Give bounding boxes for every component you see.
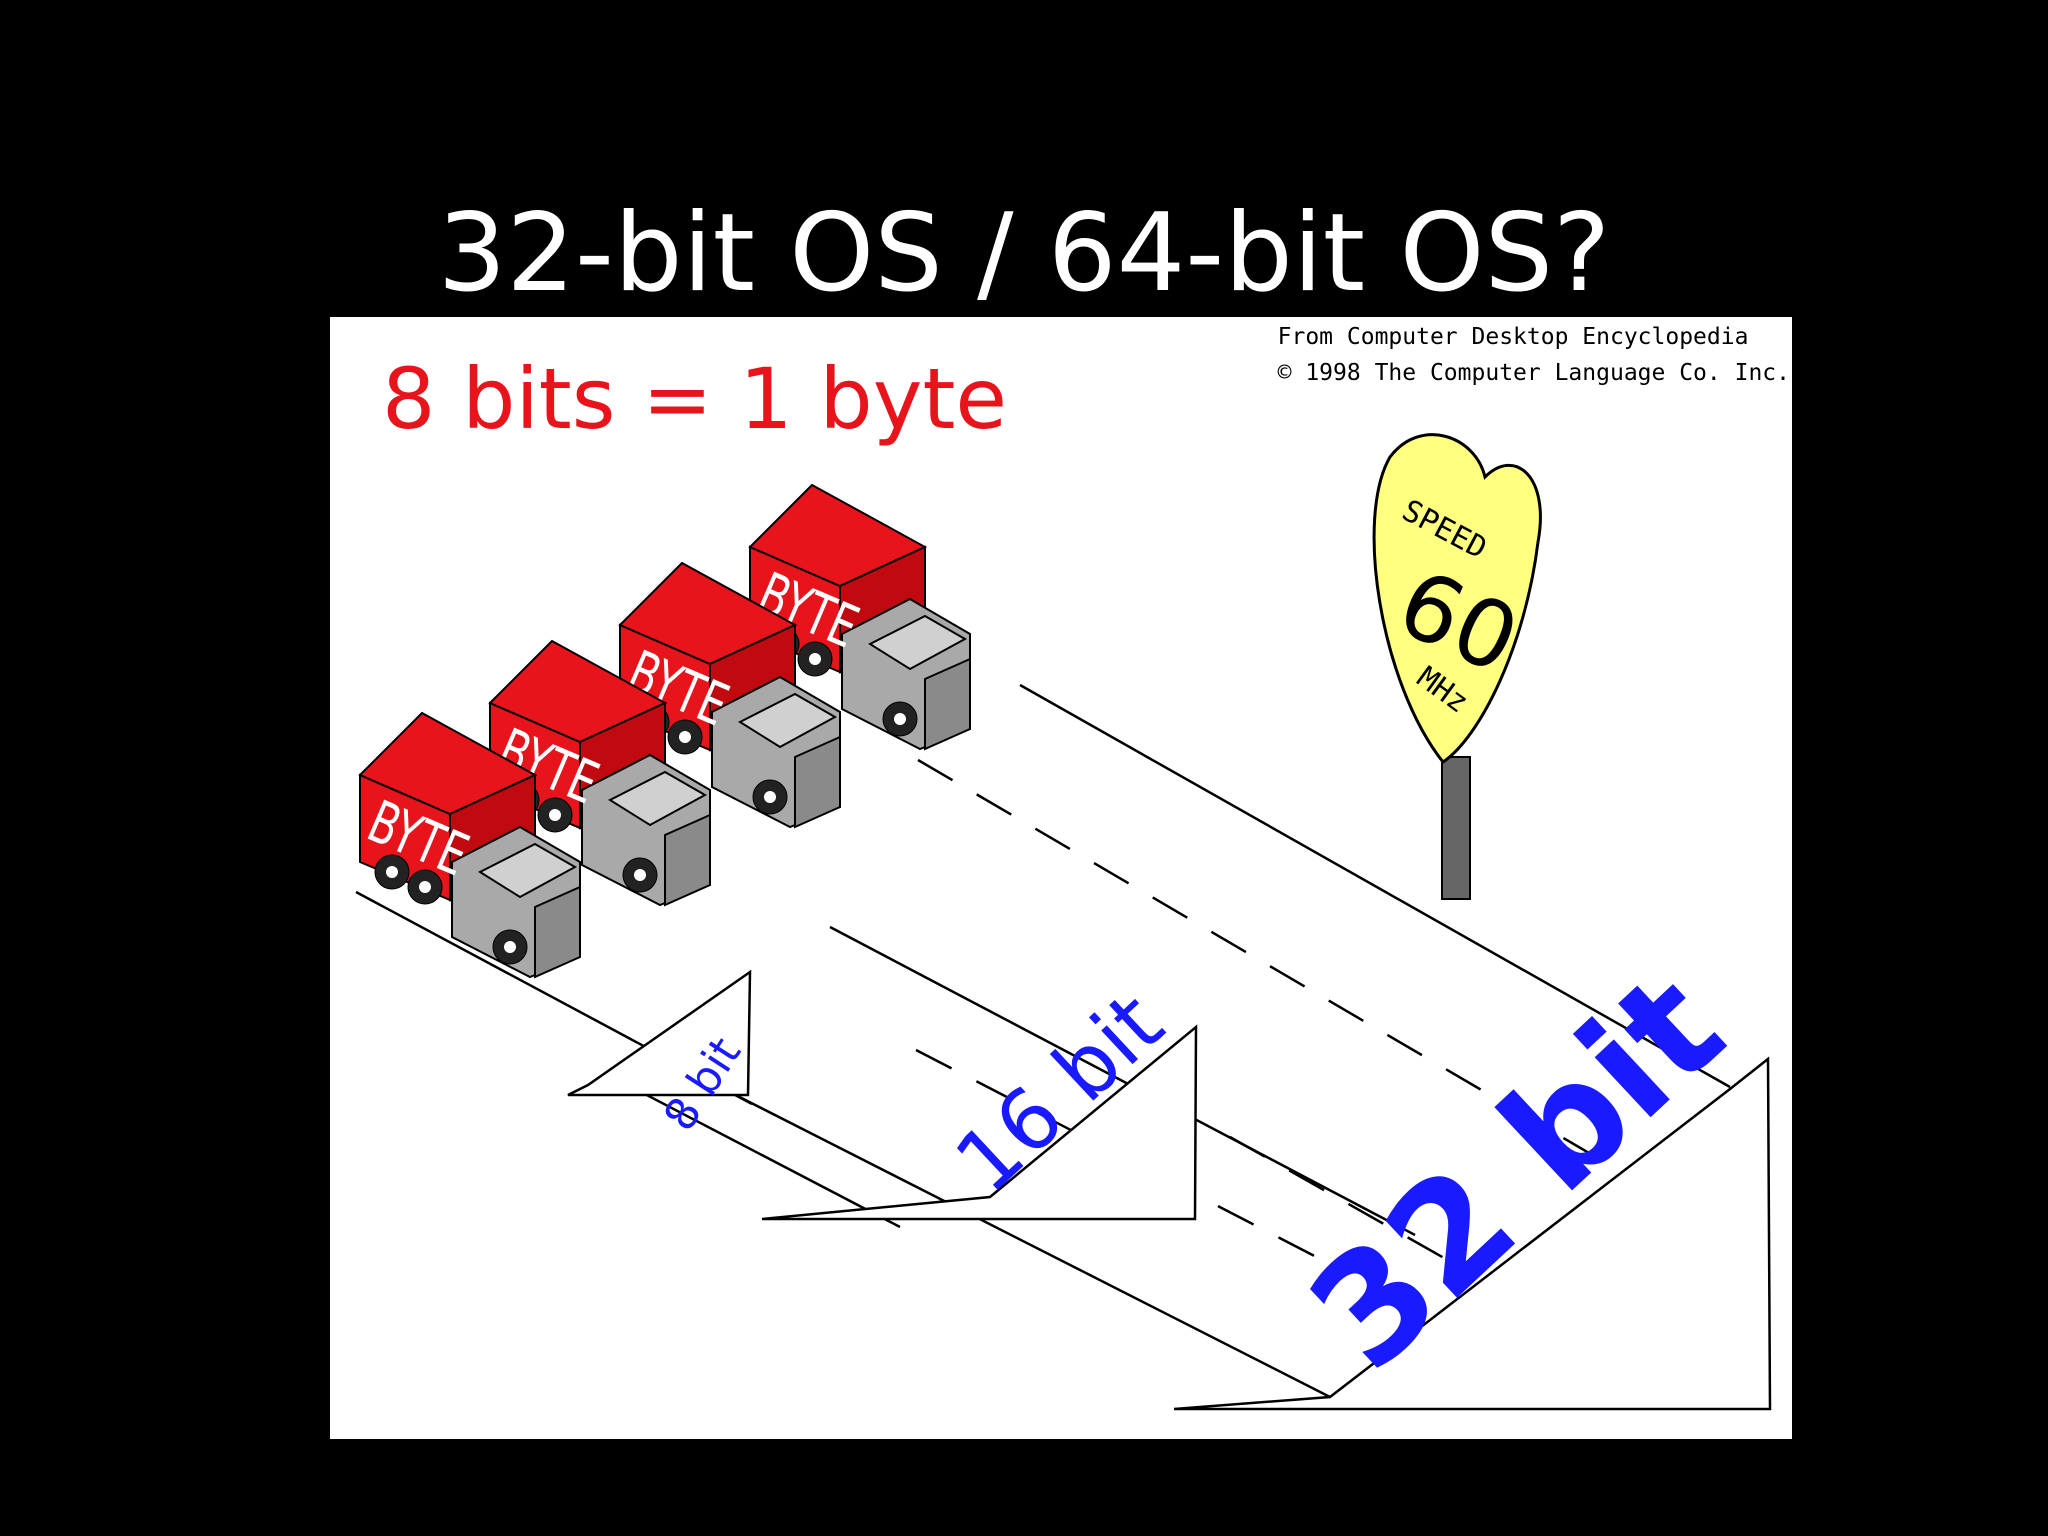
credit-line-1: From Computer Desktop Encyclopedia xyxy=(1277,324,1749,350)
truck-cab-front xyxy=(924,657,971,751)
sign-heart xyxy=(1372,433,1542,765)
lane-divider xyxy=(917,758,1631,1179)
truck-cab-front xyxy=(794,735,841,829)
speed-sign: SPEED 60 MHz xyxy=(1372,433,1542,900)
lane-line xyxy=(829,925,1416,1237)
headline: 8 bits = 1 byte xyxy=(382,350,1008,448)
arrow-32-head xyxy=(1173,1056,1772,1411)
truck-wheel-hub xyxy=(809,653,821,665)
slide-title: 32-bit OS / 64-bit OS? xyxy=(437,191,1611,317)
arrow-16-head xyxy=(761,1024,1198,1221)
truck-cab-top xyxy=(737,692,838,749)
lane-line xyxy=(615,1077,901,1229)
arrow-8-bit: 8 bit xyxy=(567,969,752,1140)
truck-wheel-hub xyxy=(894,713,906,725)
byte-truck: BYTE xyxy=(618,561,841,829)
credit-line-2: © 1998 The Computer Language Co. Inc. xyxy=(1277,360,1790,386)
truck-wheel-hub xyxy=(419,881,431,893)
truck-wheel-hub xyxy=(386,866,398,878)
truck-wheel-hub xyxy=(549,809,561,821)
byte-truck: BYTE xyxy=(358,711,581,979)
lane-line xyxy=(1019,683,1731,1089)
truck-wheel-hub xyxy=(504,941,516,953)
sign-post xyxy=(1441,756,1471,900)
truck-cab-top xyxy=(477,842,578,899)
truck-cab-front xyxy=(664,813,711,907)
truck-cab-front xyxy=(534,885,581,979)
illustration-canvas: 8 bit 16 bit 32 bit SPEED 60 MHz BYTEBYT… xyxy=(355,433,1772,1411)
truck-cab-top xyxy=(607,770,708,827)
lane-divider xyxy=(1229,1135,1461,1269)
truck-wheel-hub xyxy=(634,869,646,881)
truck-cab-top xyxy=(867,614,968,671)
truck-wheel-hub xyxy=(679,731,691,743)
source-credit: From Computer Desktop Encyclopedia © 199… xyxy=(1278,319,1790,391)
truck-wheel-hub xyxy=(764,791,776,803)
arrow-8-head xyxy=(567,969,752,1097)
arrow-16-bit: 16 bit xyxy=(761,974,1198,1221)
arrow-32-bit: 32 bit xyxy=(1173,941,1772,1411)
lane-line xyxy=(709,1080,1331,1399)
